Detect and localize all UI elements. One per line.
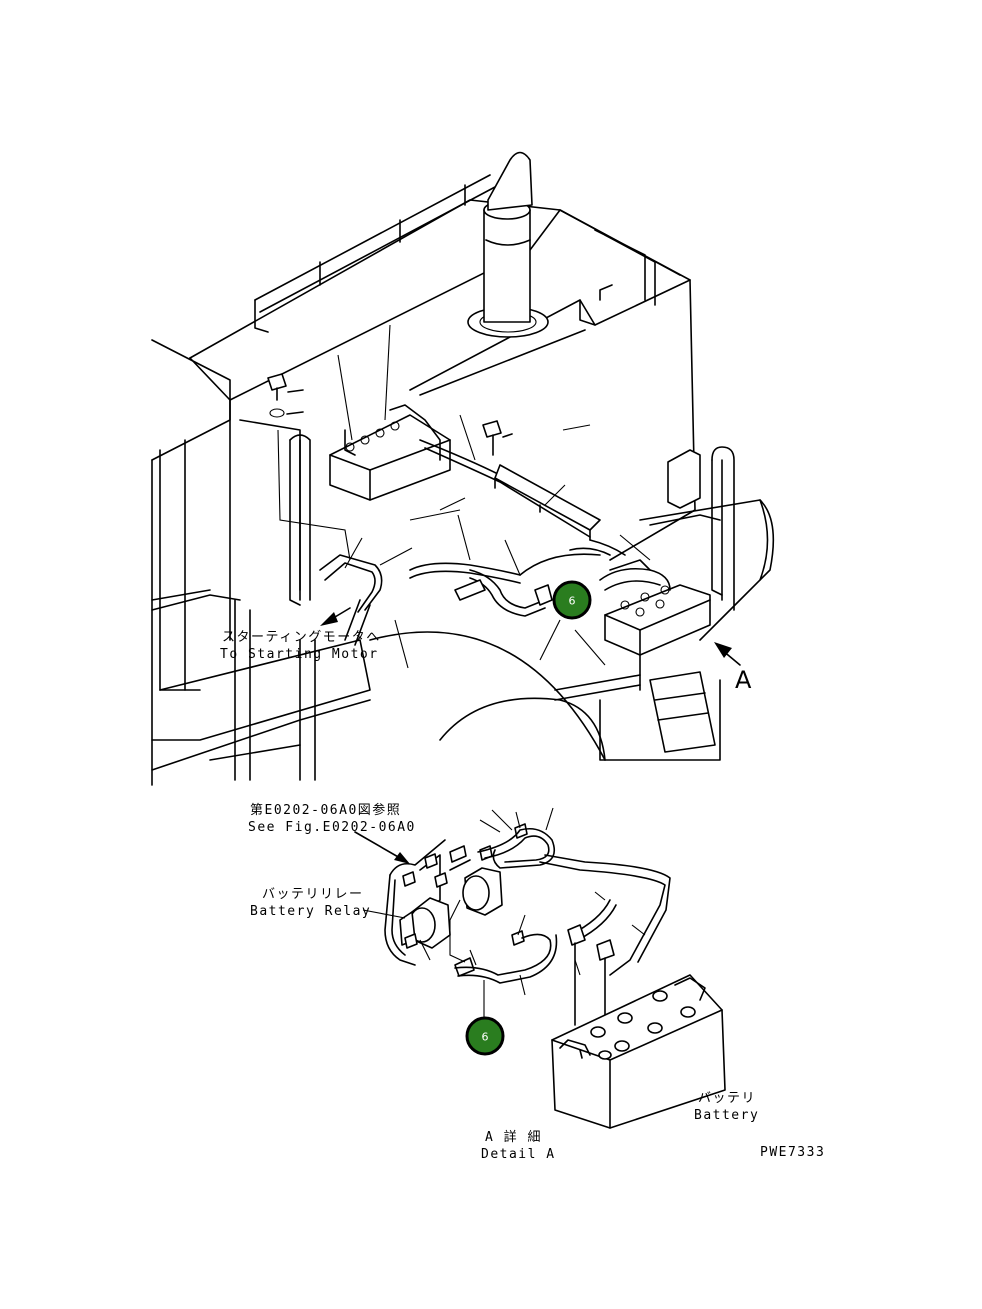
- starting-motor-label-jp: スターティングモータへ: [222, 630, 381, 645]
- battery-relay-label-en: Battery Relay: [250, 904, 371, 919]
- battery-label-en: Battery: [694, 1108, 759, 1123]
- battery-relay-right: [462, 867, 503, 916]
- callout-circle[interactable]: [465, 1016, 505, 1056]
- part-callout-detail[interactable]: 6: [465, 1016, 505, 1056]
- detail-a-title-en: Detail A: [481, 1147, 556, 1162]
- exhaust-pipe: [467, 151, 549, 338]
- battery-label-jp: バッテリ: [698, 1091, 756, 1106]
- starting-motor-label-en: To Starting Motor: [220, 647, 379, 662]
- view-a-label: A: [735, 666, 752, 694]
- part-callout-upper[interactable]: 6: [552, 580, 592, 620]
- see-fig-label-jp: 第E0202-06A0図参照: [250, 802, 401, 818]
- upper-right-battery: [599, 559, 711, 656]
- detail-battery: [551, 974, 726, 1129]
- upper-cables: [267, 324, 651, 669]
- callout-circle[interactable]: [552, 580, 592, 620]
- see-fig-label-en: See Fig.E0202-06A0: [248, 820, 416, 835]
- machine-body: [151, 151, 775, 786]
- detail-a-drawing: [354, 807, 726, 1129]
- battery-relay-label-jp: バッテリリレー: [262, 887, 364, 902]
- upper-left-battery: [329, 404, 451, 501]
- detail-a-title-jp: A 詳 細: [485, 1129, 542, 1145]
- figure-id: PWE7333: [760, 1145, 825, 1160]
- view-a-arrow: [714, 642, 741, 666]
